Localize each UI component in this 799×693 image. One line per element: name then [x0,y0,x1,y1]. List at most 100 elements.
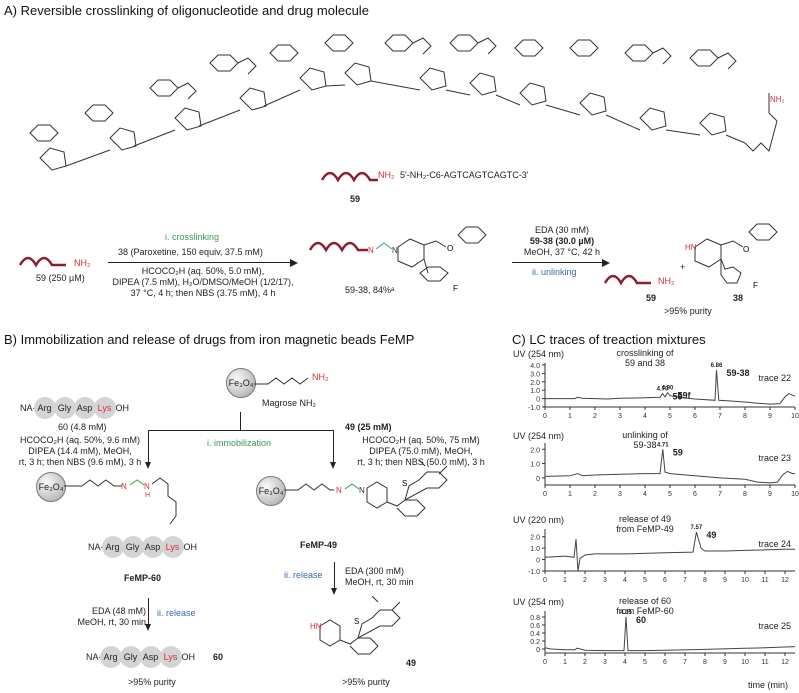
condition-line: MeOH, rt, 30 min [77,617,146,627]
residue-gly: Gly [121,536,144,558]
condition-line: DIPEA (14.4 mM), MeOH, [28,446,132,456]
peak-compound-label: 60 [636,615,646,625]
femp-49-structure: N N S [284,460,448,517]
arrowhead-icon [145,462,151,469]
trace-line [544,449,795,484]
peak-compound-label: 59-38 [727,368,750,378]
x-tick-label: 7 [718,491,722,498]
peak-rt-label: 7.57 [691,525,703,531]
x-tick-label: 1 [563,577,567,584]
immobilization-label: i. immobilization [207,438,272,448]
x-tick-label: 12 [781,577,789,584]
product-60-label: 60 [213,652,224,662]
x-tick-label: 6 [693,413,697,420]
condition-line: HCOCO₂H (aq. 50%, 5.0 mM), [141,266,265,276]
product-label: 59-38, 84%ᵃ [345,285,395,295]
condition-line: 59-38 (30.0 µM) [529,236,595,246]
right-purity: >95% purity [342,677,390,687]
step-crosslinking-label: i. crosslinking [165,232,220,242]
x-tick-label: 1 [568,491,572,498]
left-conditions: HCOCO₂H (aq. 50%, 9.6 mM) DIPEA (14.4 mM… [10,435,150,468]
x-tick-label: 11 [761,577,768,584]
residue-arg: Arg [99,646,122,668]
svg-text:HN: HN [685,243,697,252]
left-release-conditions: EDA (48 mM) MeOH, rt, 30 min [66,606,146,628]
trace-annotation: 59-38 [633,440,656,450]
condition-line: rt, 3 h; then NBS (9.6 mM), 3 h [18,457,142,467]
release-label-left: ii. release [157,608,196,618]
y-tick-label: 2.0 [530,447,540,454]
start-label: 59 (250 µM) [36,273,85,283]
x-tick-label: 2 [583,577,587,584]
x-tick-label: 10 [741,577,749,584]
peptide-60: NA- Arg Gly Asp Lys OH [20,397,129,419]
y-tick-label: 0 [536,558,540,565]
y-tick-label: 2.0 [530,535,540,542]
femp-49-label: FeMP-49 [300,540,338,550]
condition-line: MeOH, rt, 30 min [345,577,414,587]
paroxetine-structure: HN O F [685,223,778,290]
c-terminus: OH [181,652,196,662]
x-axis-label: time (min) [748,680,788,690]
product-59-38-structure: N N O F [308,226,487,293]
x-tick-label: 4 [623,577,627,584]
arrowhead-icon [290,259,298,267]
nh2-label: NH₂ [74,258,91,268]
peak-rt-label: 4.71 [657,442,669,448]
x-tick-label: 8 [703,659,707,666]
svg-text:S: S [354,617,359,626]
svg-text:N: N [359,486,365,495]
x-tick-label: 0 [543,491,547,498]
x-tick-label: 3 [603,577,607,584]
magrose-nh2: NH₂ [312,372,329,382]
oligo-label: 59 [350,194,361,204]
y-tick-label: 0.6 [530,623,540,630]
x-tick-label: 8 [703,577,707,584]
branch-bar [148,430,334,431]
step1-reagent: 38 (Paroxetine, 150 equiv, 37.5 mM) [118,247,263,257]
reaction-arrow-1 [108,262,294,263]
y-tick-label: 2.0 [530,380,540,387]
y-tick-label: 0 [536,476,540,483]
peak-rt-label: 6.86 [711,363,723,369]
step-unlinking-label: ii. unlinking [532,267,577,277]
x-tick-label: 4 [643,491,647,498]
nh2-label: NH₂ [658,276,675,286]
peak-rt-label: 4.05 [620,610,632,616]
condition-line: EDA (30 mM) [534,225,589,235]
magrose-label: Magrose NH₂ [262,398,317,408]
arrowhead-icon [145,624,151,631]
oligo-wave-icon [603,274,651,286]
n-terminus: NA- [88,542,104,552]
trace-line [544,531,795,572]
condition-line: HCOCO₂H (aq. 50%, 9.6 mM) [19,435,141,445]
y-axis-label: UV (254 nm) [513,597,564,607]
n-terminus: NA- [20,403,36,413]
product-59: 59 [646,293,657,303]
y-tick-label: -1.0 [528,569,540,576]
y-tick-label: 0.8 [530,615,540,622]
x-tick-label: 11 [761,659,768,666]
y-axis-label: UV (254 nm) [513,349,564,359]
purity-label: >95% purity [664,306,712,316]
product-38: 38 [733,293,744,303]
y-tick-label: 1.0 [530,388,540,395]
x-tick-label: 3 [603,659,607,666]
x-tick-label: 0 [543,413,547,420]
condition-line: EDA (300 mM) [345,566,405,576]
svg-text:HN: HN [310,622,322,631]
residue-lys: Lys [93,397,116,419]
residue-arg: Arg [33,397,56,419]
trace-annotation: from FeMP-60 [616,606,674,616]
oligo-nh2-label: NH₂ [378,170,395,180]
y-axis-label: UV (254 nm) [513,431,564,441]
x-tick-label: 4 [623,659,627,666]
panel-b-title: B) Immobilization and release of drugs f… [4,332,415,347]
trace-label: trace 25 [758,621,791,631]
peak-compound-label: 59 [673,392,683,402]
x-tick-label: 2 [583,659,587,666]
peak-compound-label: 49 [706,530,716,540]
residue-arg: Arg [101,536,124,558]
right-release-conditions: EDA (300 mM) MeOH, rt, 30 min [345,566,414,588]
